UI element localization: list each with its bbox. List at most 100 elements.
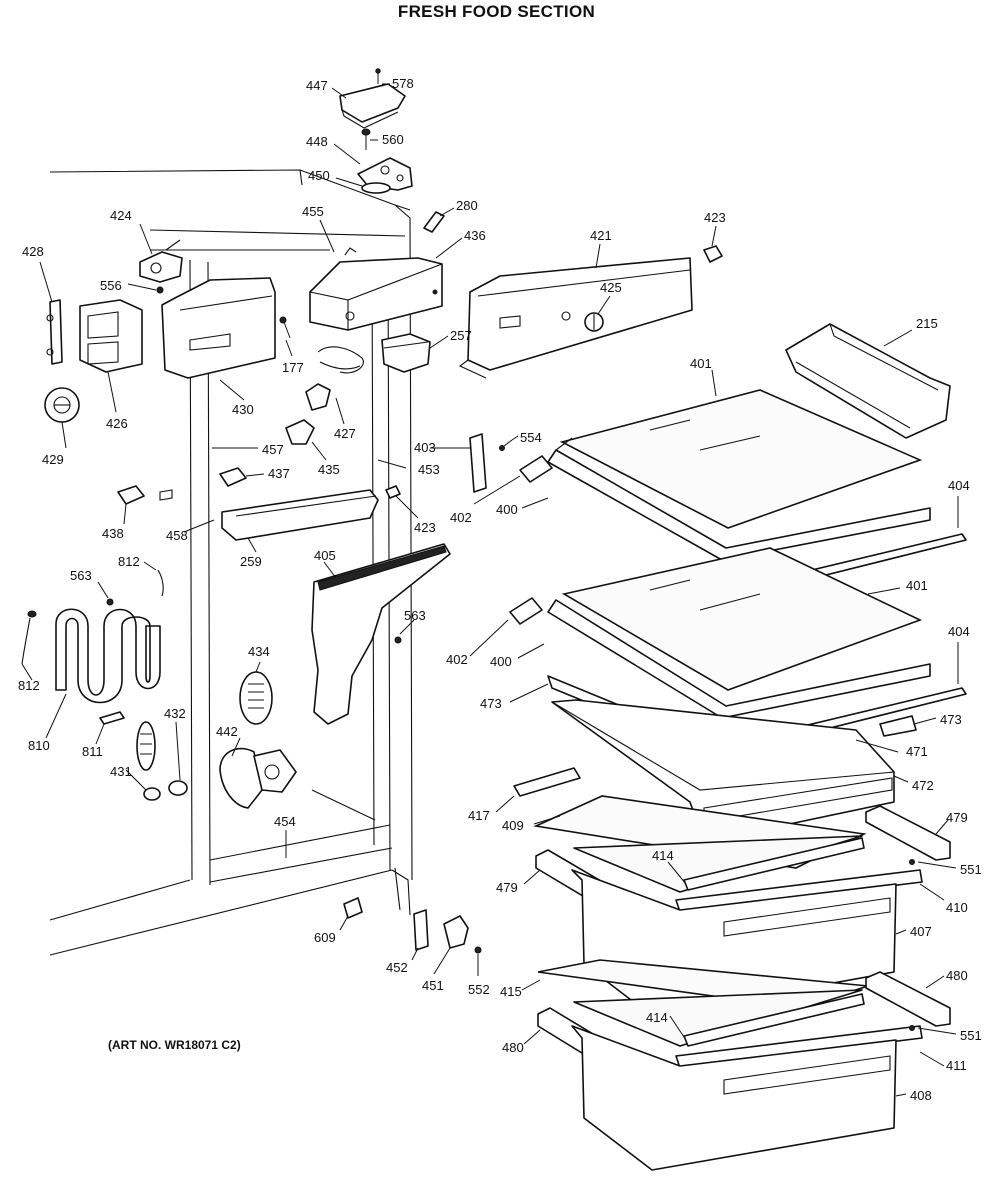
shelf-support-402-lower: [509, 597, 543, 625]
label-405: 405: [314, 548, 336, 563]
thermostat-cover-430: [161, 277, 276, 379]
clip-811: [99, 711, 125, 725]
hinge-609: [343, 897, 363, 919]
grommet-431: [143, 787, 161, 801]
label-480-left: 480: [502, 1040, 524, 1055]
label-551-upper: 551: [960, 862, 982, 877]
screw-551-upper: [909, 859, 915, 865]
label-560: 560: [382, 132, 404, 147]
label-215: 215: [916, 316, 938, 331]
light-switch-438: [117, 485, 173, 505]
label-429: 429: [42, 452, 64, 467]
label-442: 442: [216, 724, 238, 739]
shelf-bracket-403: [469, 433, 487, 493]
label-402-upper: 402: [450, 510, 472, 525]
label-455: 455: [302, 204, 324, 219]
label-177: 177: [282, 360, 304, 375]
light-bulb-280: [423, 211, 445, 233]
label-811: 811: [82, 744, 103, 759]
label-257: 257: [450, 328, 472, 343]
drawer-frame-411: [675, 1025, 923, 1069]
label-414-upper: 414: [652, 848, 674, 863]
label-423-top: 423: [704, 210, 726, 225]
label-448: 448: [306, 134, 328, 149]
label-415: 415: [500, 984, 522, 999]
label-411: 411: [946, 1058, 967, 1073]
label-425: 425: [600, 280, 622, 295]
light-shield-259: [221, 489, 379, 541]
drawer-frame-410: [675, 869, 923, 913]
label-457: 457: [262, 442, 284, 457]
label-552: 552: [468, 982, 490, 997]
label-401-upper: 401: [690, 356, 712, 371]
label-432: 432: [164, 706, 186, 721]
label-428: 428: [22, 244, 44, 259]
drawer-rail-479-right: [865, 805, 951, 861]
label-401-lower: 401: [906, 578, 928, 593]
control-housing-436: [309, 247, 443, 331]
wire-harness-427: [305, 346, 364, 411]
label-430: 430: [232, 402, 254, 417]
lamp-423-top: [703, 245, 723, 263]
label-563-right: 563: [404, 608, 426, 623]
screw-552: [474, 946, 482, 954]
shelf-glass-401-upper: [559, 389, 923, 529]
label-437: 437: [268, 466, 290, 481]
hinge-451: [443, 915, 469, 949]
label-556: 556: [100, 278, 122, 293]
label-421: 421: [590, 228, 612, 243]
hinge-plate-452: [413, 909, 429, 951]
label-471: 471: [906, 744, 928, 759]
screw-563-left: [106, 598, 114, 606]
fan-motor-442: [219, 747, 297, 809]
control-panel-421: [458, 257, 693, 379]
diagram-title: FRESH FOOD SECTION: [397, 2, 596, 21]
drawer-cover-414-upper: [573, 835, 865, 893]
label-810: 810: [28, 738, 50, 753]
switch-bracket-428: [46, 299, 63, 365]
label-450: 450: [308, 168, 330, 183]
screw-551-lower: [909, 1025, 915, 1031]
grille-434: [239, 671, 273, 725]
label-400-upper: 400: [496, 502, 518, 517]
label-578: 578: [392, 76, 414, 91]
label-479-left: 479: [496, 880, 518, 895]
screw-556: [156, 286, 164, 294]
screw-560: [361, 128, 371, 150]
label-454: 454: [274, 814, 296, 829]
part-labels: 447 578 448 560 450 280 455 436 421 423 …: [18, 76, 982, 1103]
label-447: 447: [306, 78, 328, 93]
light-socket-435: [285, 419, 315, 445]
label-434: 434: [248, 644, 270, 659]
screw-423-mid: [385, 485, 401, 499]
label-479-right: 479: [946, 810, 968, 825]
drain-tube-812-left: [21, 610, 37, 665]
label-402-lower: 402: [446, 652, 468, 667]
label-417: 417: [468, 808, 490, 823]
label-473-left: 473: [480, 696, 502, 711]
label-404-upper: 404: [948, 478, 970, 493]
label-436: 436: [464, 228, 486, 243]
label-410: 410: [946, 900, 968, 915]
label-554: 554: [520, 430, 542, 445]
drawer-cover-414-lower: [573, 989, 865, 1047]
screw-177: [279, 316, 291, 339]
label-458: 458: [166, 528, 188, 543]
label-431: 431: [110, 764, 132, 779]
label-472: 472: [912, 778, 934, 793]
shelf-glass-401-lower: [561, 547, 923, 691]
screw-563-right: [394, 636, 402, 644]
label-480-right: 480: [946, 968, 968, 983]
label-453: 453: [418, 462, 440, 477]
label-408: 408: [910, 1088, 932, 1103]
air-duct-405: [311, 543, 451, 725]
gasket-450: [361, 182, 391, 194]
label-259: 259: [240, 554, 262, 569]
temperature-control-424: [139, 239, 183, 283]
heater-810: [55, 608, 161, 704]
label-451: 451: [422, 978, 444, 993]
screw-578: [375, 68, 381, 84]
label-423-mid: 423: [414, 520, 436, 535]
label-427: 427: [334, 426, 356, 441]
